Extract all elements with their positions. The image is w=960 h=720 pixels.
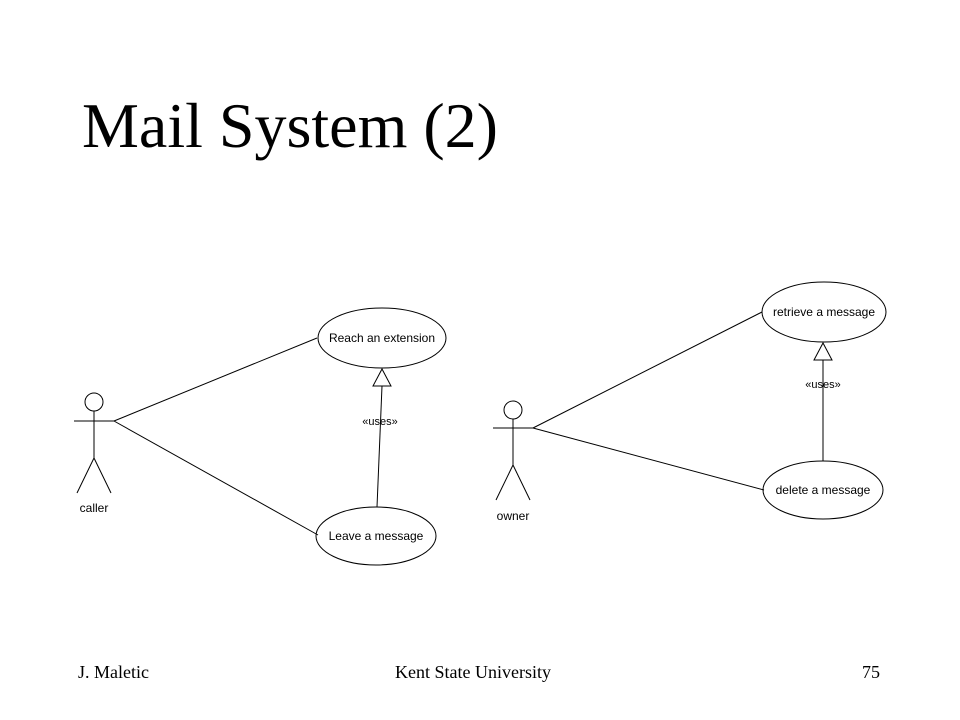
actor-label-owner: owner (497, 509, 530, 523)
association-caller-reach (113, 337, 318, 422)
slide-title: Mail System (2) (82, 90, 498, 161)
usecase-label-reach: Reach an extension (329, 331, 435, 345)
actor-caller-figure (74, 392, 114, 494)
usecase-leave-message (315, 506, 437, 566)
usecase-label-leave: Leave a message (329, 529, 424, 543)
association-owner-delete (532, 427, 765, 491)
usecase-retrieve-message (761, 281, 887, 343)
uses-label-left: «uses» (362, 416, 397, 428)
footer-institution: Kent State University (395, 662, 551, 682)
usecase-label-delete: delete a message (776, 483, 871, 497)
actor-owner-figure (493, 400, 533, 501)
footer-author: J. Maletic (78, 662, 149, 682)
uses-relation-left (372, 367, 392, 508)
association-caller-leave (113, 420, 319, 536)
actor-label-caller: caller (80, 501, 109, 515)
uses-label-right: «uses» (805, 379, 840, 391)
association-owner-retrieve (532, 311, 763, 429)
uses-relation-right (813, 341, 833, 461)
usecase-label-retrieve: retrieve a message (773, 305, 875, 319)
footer-page-number: 75 (862, 662, 880, 682)
